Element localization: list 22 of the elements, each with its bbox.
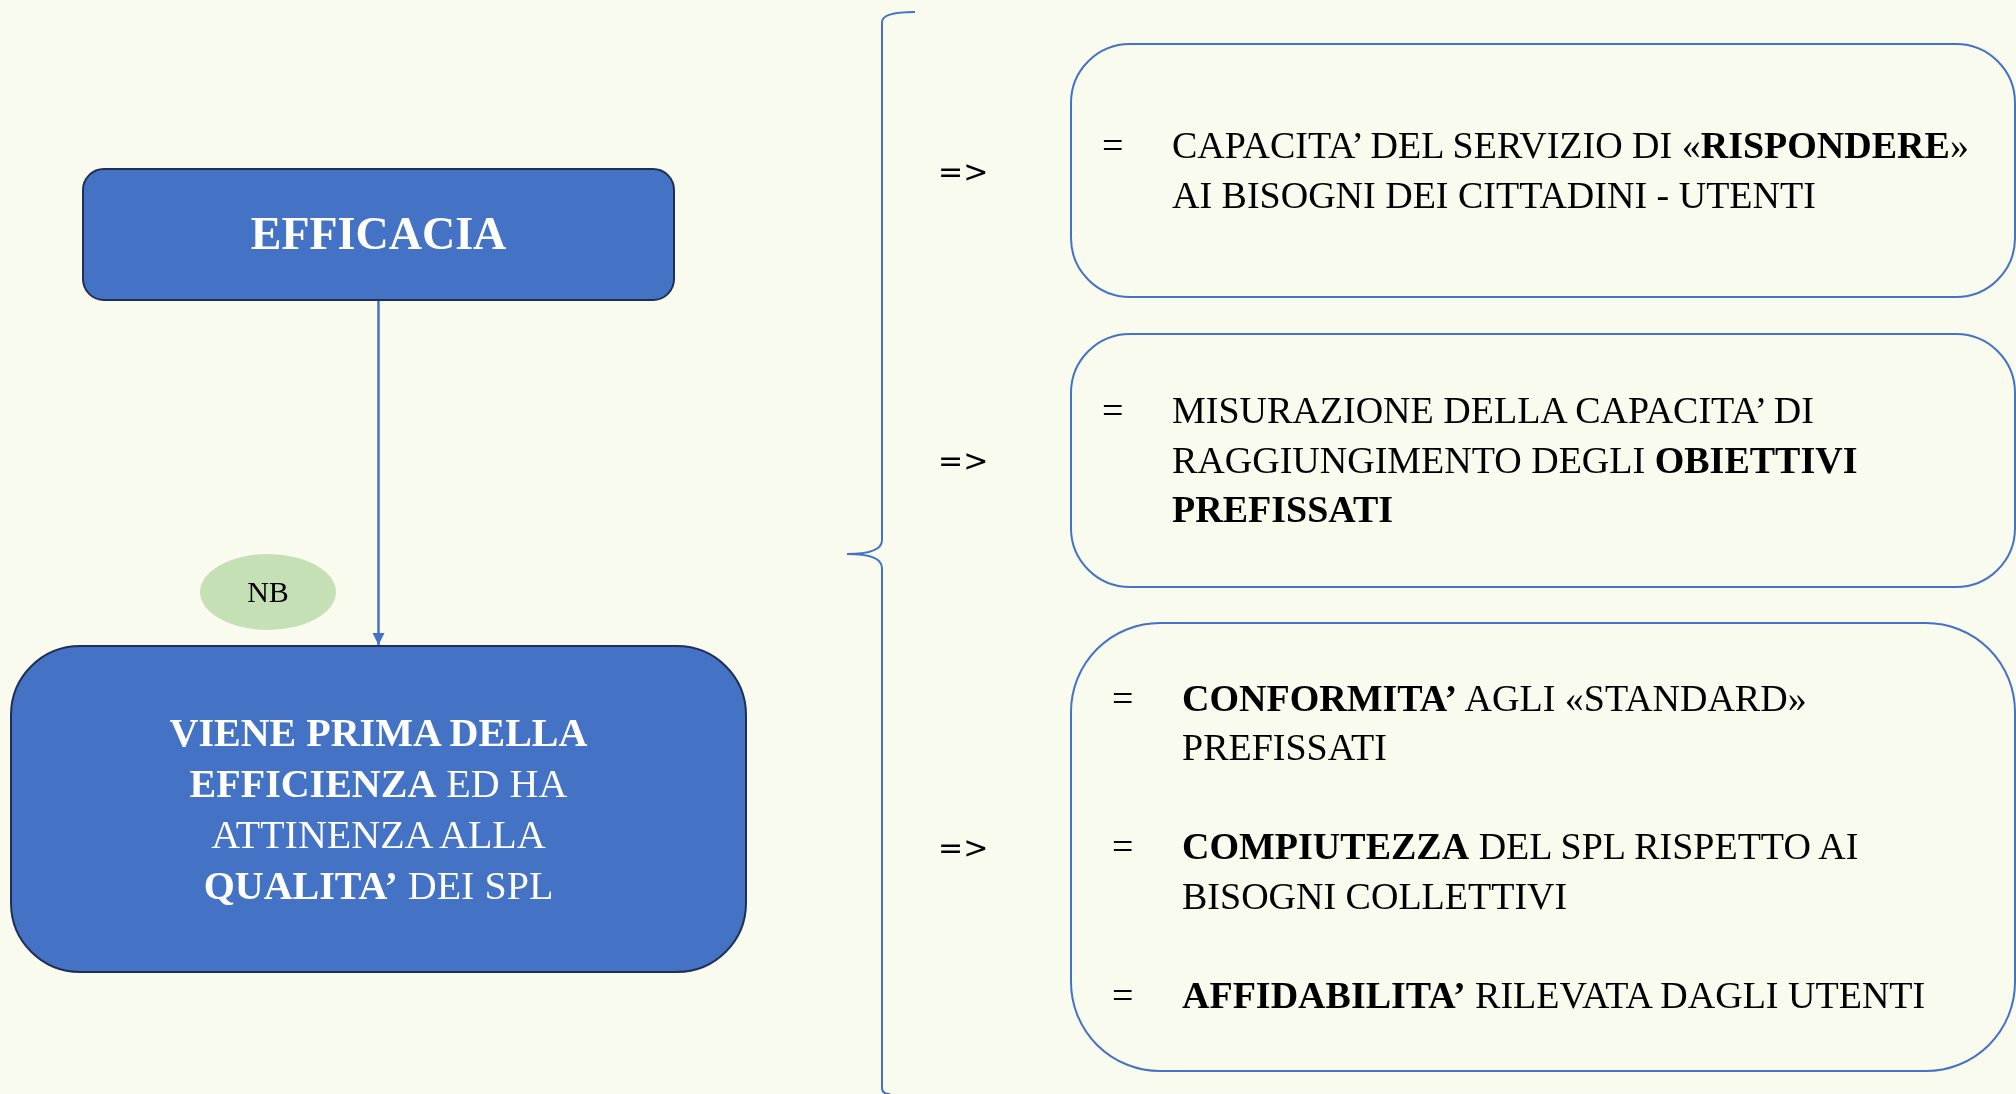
definition-box xyxy=(1070,333,2016,588)
implies-symbol: => xyxy=(938,154,989,189)
box-text: VIENE PRIMA DELLA EFFICIENZA ED HA ATTINENZA ALLA QUALITA’ DEI SPL xyxy=(168,708,589,911)
equals-sign: = xyxy=(1112,824,1135,870)
equals-sign: = xyxy=(1102,123,1125,169)
note-label: NB xyxy=(247,573,289,610)
box-text: EFFICACIA xyxy=(250,207,507,262)
definition-text: CAPACITA’ DEL SERVIZIO DI «RISPONDERE» AI BISOGNI DEI CITTADINI - UTENTI xyxy=(1172,123,1970,218)
definition-box xyxy=(1070,43,2016,298)
implies-symbol: => xyxy=(938,443,989,478)
definition-text: AFFIDABILITA’ RILEVATA DAGLI UTENTI xyxy=(1182,973,1927,1019)
title-box xyxy=(82,168,675,301)
definition-text: CONFORMITA’ AGLI «STANDARD» PREFISSATI xyxy=(1182,675,1808,770)
equals-sign: = xyxy=(1102,388,1125,434)
definition-text: MISURAZIONE DELLA CAPACITA’ DI RAGGIUNGIMENTO DEGLI OBIETTIVI PREFISSATI xyxy=(1172,388,1859,533)
equals-sign: = xyxy=(1112,675,1135,721)
process-box xyxy=(10,645,747,973)
equals-sign: = xyxy=(1112,973,1135,1019)
definition-box xyxy=(1070,622,2016,1072)
arrow xyxy=(372,301,385,645)
implies-symbol: => xyxy=(938,830,989,865)
definition-text: COMPIUTEZZA DEL SPL RISPETTO AI BISOGNI COLLETTIVI xyxy=(1182,824,1860,919)
